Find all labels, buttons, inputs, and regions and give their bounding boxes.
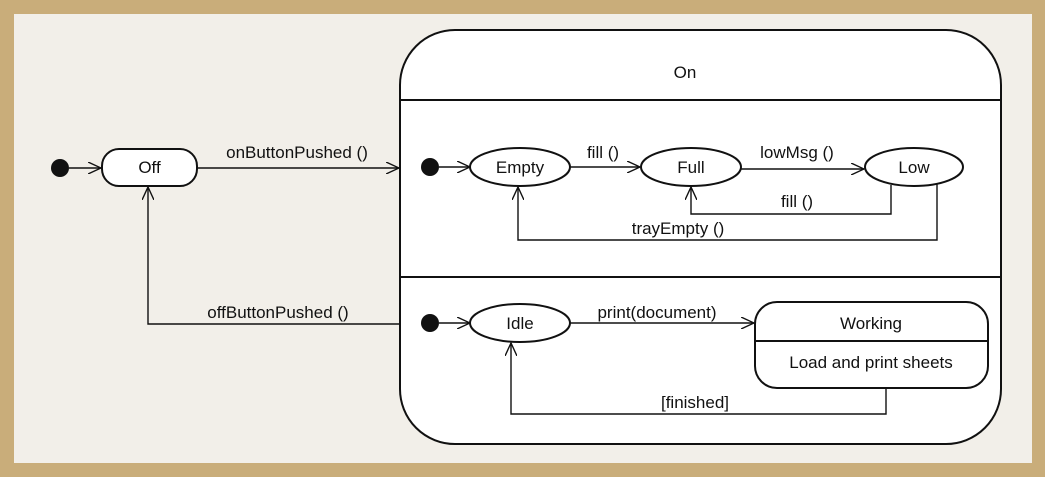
- transition-on-button-pushed-label: onButtonPushed (): [226, 143, 368, 162]
- transition-print-document-label: print(document): [597, 303, 716, 322]
- transition-tray-empty: [518, 184, 938, 241]
- state-working-activity: Load and print sheets: [789, 353, 953, 372]
- transition-finished: [511, 343, 887, 415]
- state-low-label: Low: [898, 158, 930, 177]
- initial-state-printer: [421, 314, 439, 332]
- state-low: [864, 147, 964, 187]
- state-working-label: Working: [840, 314, 902, 333]
- transition-off-button-pushed: [148, 187, 399, 325]
- initial-state-outer: [51, 159, 69, 177]
- state-empty-label: Empty: [496, 158, 545, 177]
- initial-state-tray: [421, 158, 439, 176]
- state-off-label: Off: [138, 158, 161, 177]
- transition-off-button-pushed-label: offButtonPushed (): [207, 303, 348, 322]
- transition-fill-low-full: [691, 185, 892, 215]
- state-idle-label: Idle: [506, 314, 533, 333]
- composite-state-title: On: [674, 63, 697, 82]
- state-full-label: Full: [677, 158, 704, 177]
- transition-fill-empty-full-label: fill (): [587, 143, 619, 162]
- transition-tray-empty-label: trayEmpty (): [632, 219, 725, 238]
- state-working: [754, 301, 989, 389]
- transition-finished-label: [finished]: [661, 393, 729, 412]
- transition-fill-low-full-label: fill (): [781, 192, 813, 211]
- transition-low-msg-label: lowMsg (): [760, 143, 834, 162]
